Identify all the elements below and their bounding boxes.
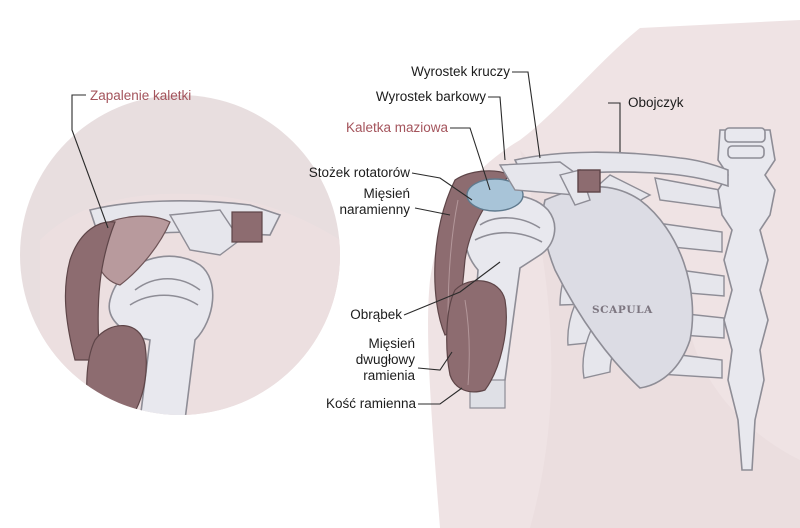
label-clavicle: Obojczyk <box>628 95 684 110</box>
glenoid-labrum <box>474 217 543 243</box>
label-deltoid-line1: Mięsień <box>363 186 410 201</box>
label-deltoid-line2: naramienny <box>339 202 410 217</box>
label-coracoid-process: Wyrostek kruczy <box>411 64 510 79</box>
label-biceps-line3: ramienia <box>363 368 415 383</box>
shoulder-processes <box>498 161 601 206</box>
label-deltoid: Mięsień naramienny <box>300 186 410 218</box>
biceps-muscle <box>446 280 507 393</box>
label-scapula: SCAPULA <box>592 304 653 316</box>
label-biceps-line1: Mięsień <box>368 336 415 351</box>
inset-magnified-view <box>20 95 340 415</box>
label-biceps: Mięsień dwugłowy ramienia <box>300 336 415 384</box>
label-acromion: Wyrostek barkowy <box>375 89 486 104</box>
label-labrum: Obrąbek <box>350 307 402 322</box>
scapula <box>542 186 694 389</box>
label-biceps-line2: dwugłowy <box>355 352 415 367</box>
label-humerus: Kość ramienna <box>325 396 416 411</box>
subacromial-bursa <box>466 178 524 212</box>
label-bursitis: Zapalenie kaletki <box>90 88 192 103</box>
leader-lines <box>71 71 621 405</box>
sternum <box>717 127 776 471</box>
label-synovial-bursa: Kaletka maziowa <box>345 120 448 135</box>
label-rotator-cuff: Stożek rotatorów <box>308 165 410 180</box>
